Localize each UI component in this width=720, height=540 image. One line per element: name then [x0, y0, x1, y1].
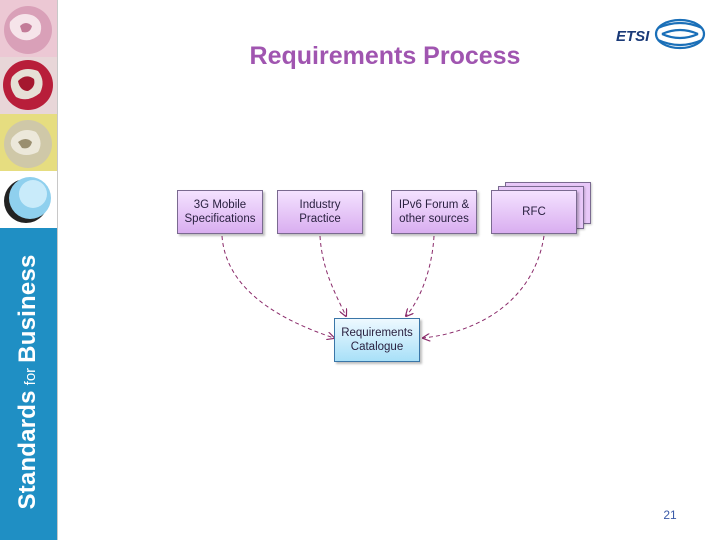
arrow-industry-to-catalogue: [319, 235, 346, 316]
source-box-3g-mobile: 3G Mobile Specifications: [177, 190, 263, 234]
arrow-rfc-to-catalogue: [423, 235, 545, 338]
page-title: Requirements Process: [249, 42, 521, 70]
arrow-ipv6-to-catalogue: [406, 235, 435, 316]
sidebar: StandardsforBusiness: [0, 0, 58, 540]
sidebar-image-1: [0, 0, 57, 57]
source-box-ipv6-forum: IPv6 Forum & other sources: [391, 190, 477, 234]
globe-icon: [654, 18, 706, 50]
sidebar-image-2: [0, 57, 57, 114]
source-box-industry-practice: Industry Practice: [277, 190, 363, 234]
etsi-logo-text: ETSI: [616, 28, 650, 45]
target-box-requirements-catalogue: Requirements Catalogue: [334, 318, 420, 362]
sidebar-image-3: [0, 114, 57, 171]
etsi-logo: ETSI: [616, 18, 706, 50]
source-box-rfc: RFC: [491, 190, 577, 234]
arrow-3g-to-catalogue: [221, 235, 334, 338]
sidebar-image-4: [0, 171, 57, 228]
page-number: 21: [663, 508, 677, 522]
